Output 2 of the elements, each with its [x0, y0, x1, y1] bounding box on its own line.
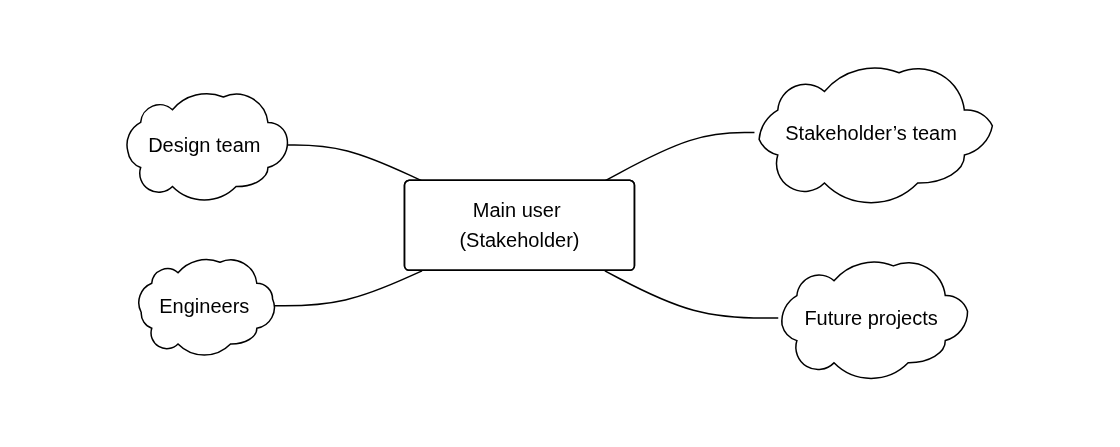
- connector: [604, 132, 756, 182]
- connector: [604, 270, 780, 320]
